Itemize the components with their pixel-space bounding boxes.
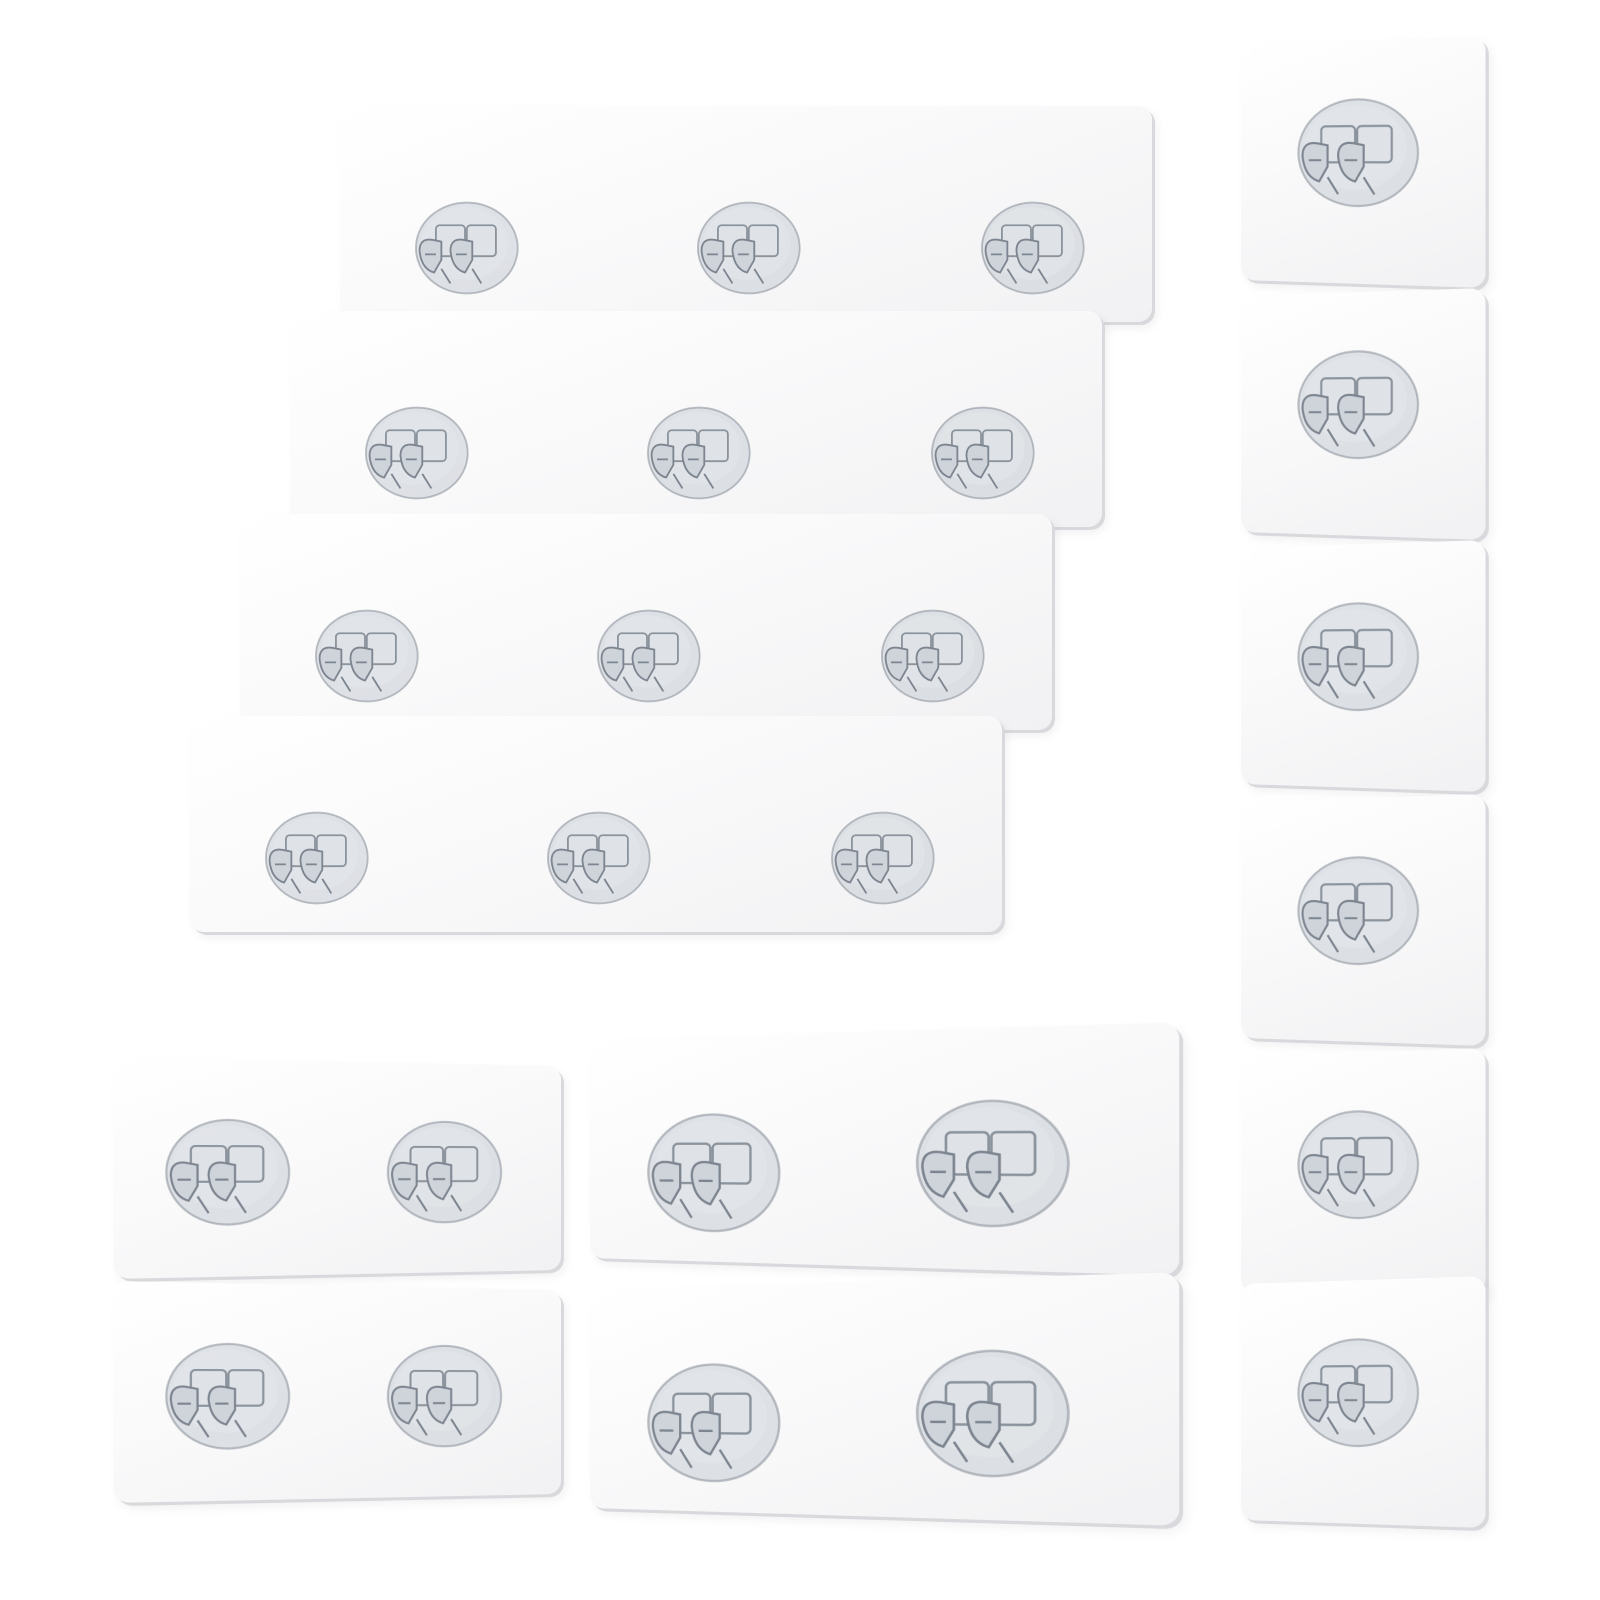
adhesive-pad	[240, 514, 1052, 730]
double-hook	[1292, 1105, 1420, 1225]
double-hook	[692, 198, 802, 298]
double-hook	[826, 808, 936, 908]
double-hook	[159, 1114, 291, 1230]
double-hook	[382, 1340, 504, 1452]
double-hook	[1292, 1333, 1420, 1453]
double-hook	[907, 1093, 1075, 1234]
double-hook	[382, 1116, 504, 1228]
adhesive-pad	[1241, 540, 1486, 792]
adhesive-pad	[1241, 1276, 1486, 1528]
double-hook	[1292, 93, 1420, 213]
adhesive-pad	[1241, 288, 1486, 540]
adhesive-pad	[340, 106, 1152, 322]
double-hook	[260, 808, 370, 908]
adhesive-pad	[590, 1022, 1179, 1276]
adhesive-pad	[1241, 794, 1486, 1046]
adhesive-pad	[190, 716, 1002, 932]
double-hook	[592, 606, 702, 706]
double-hook	[159, 1338, 291, 1454]
double-hook	[639, 1108, 784, 1239]
adhesive-pad	[290, 311, 1102, 527]
adhesive-pad	[113, 1057, 561, 1279]
double-hook	[1292, 345, 1420, 465]
double-hook	[876, 606, 986, 706]
adhesive-pad	[590, 1272, 1179, 1526]
adhesive-pad	[113, 1281, 561, 1503]
double-hook	[639, 1358, 784, 1489]
double-hook	[542, 808, 652, 908]
adhesive-pad	[1241, 1048, 1486, 1300]
double-hook	[642, 403, 752, 503]
double-hook	[360, 403, 470, 503]
double-hook	[1292, 597, 1420, 717]
double-hook	[926, 403, 1036, 503]
adhesive-pad	[1241, 36, 1486, 288]
double-hook	[1292, 851, 1420, 971]
double-hook	[310, 606, 420, 706]
double-hook	[907, 1343, 1075, 1484]
double-hook	[976, 198, 1086, 298]
double-hook	[410, 198, 520, 298]
